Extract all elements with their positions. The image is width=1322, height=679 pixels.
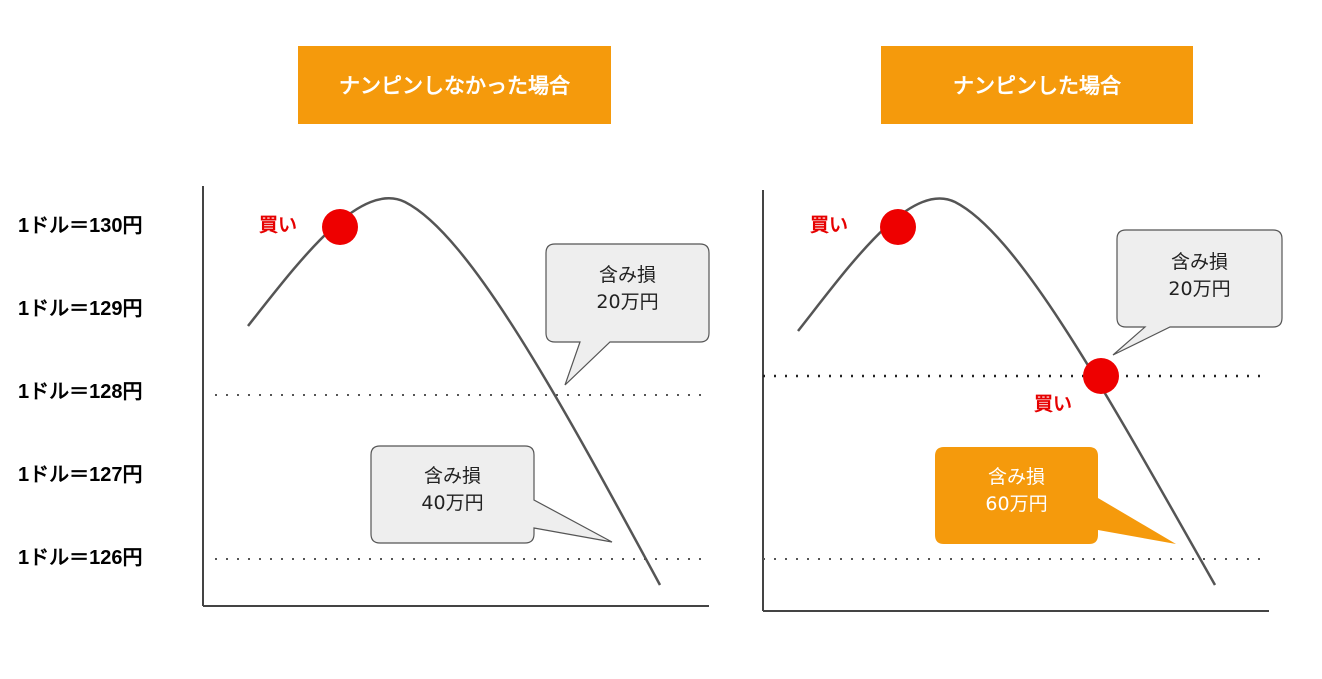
left-callout-bottom-text: 含み損 40万円 (371, 463, 534, 517)
right-panel-title: ナンピンした場合 (881, 46, 1193, 124)
right-callout-bottom-line1: 含み損 (987, 466, 1045, 488)
right-callout-bottom-shape (935, 447, 1176, 544)
left-callout-top-shape (545, 243, 710, 386)
right-buy-label-first: 買い (810, 214, 849, 236)
right-buy-label-second: 買い (1034, 393, 1073, 415)
price-level-127: 1ドル＝127円 (18, 464, 143, 486)
right-callout-bottom-line2: 60万円 (985, 493, 1048, 515)
right-buy-dot-first (880, 209, 916, 245)
left-callout-top-line1: 含み損 (598, 264, 656, 286)
price-level-128: 1ドル＝128円 (18, 381, 143, 403)
price-level-126: 1ドル＝126円 (18, 547, 143, 569)
left-callout-bottom-line2: 40万円 (421, 492, 484, 514)
right-callout-top-line2: 20万円 (1168, 278, 1231, 300)
right-price-curve (797, 197, 1217, 586)
right-buy-dot-second (1083, 358, 1119, 394)
price-level-129: 1ドル＝129円 (18, 298, 143, 320)
left-callout-bottom-shape (370, 445, 613, 544)
left-callout-bottom-line1: 含み損 (423, 465, 481, 487)
right-callout-top-line1: 含み損 (1170, 251, 1228, 273)
right-callout-bottom-text: 含み損 60万円 (935, 464, 1098, 518)
right-callout-top-text: 含み損 20万円 (1117, 249, 1282, 303)
left-callout-top-text: 含み損 20万円 (546, 262, 709, 316)
left-panel-title: ナンピンしなかった場合 (298, 46, 611, 124)
left-callout-top-line2: 20万円 (596, 291, 659, 313)
left-buy-label: 買い (259, 214, 298, 236)
left-panel-title-text: ナンピンしなかった場合 (339, 74, 570, 98)
left-price-curve (247, 197, 662, 586)
right-panel-title-text: ナンピンした場合 (953, 74, 1121, 98)
price-level-130: 1ドル＝130円 (18, 215, 143, 237)
left-buy-dot (322, 209, 358, 245)
right-callout-top-shape (1112, 229, 1283, 356)
